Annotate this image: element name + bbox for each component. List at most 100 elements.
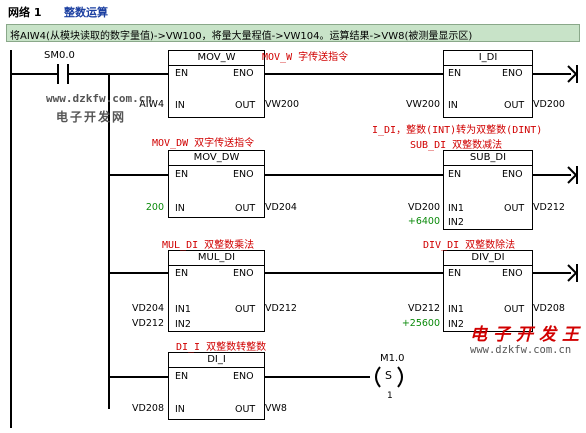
mov-dw-out-param[interactable]: VD204 xyxy=(265,202,297,213)
div-di-annotation: DIV_DI 双整数除法 xyxy=(423,240,516,251)
watermark-url: www.dzkfw.com.cn xyxy=(46,92,152,105)
pin-out: OUT xyxy=(235,304,256,315)
div-di-out-param[interactable]: VD208 xyxy=(533,303,565,314)
rung-arrow-icon xyxy=(567,166,578,184)
div-di-in1-param[interactable]: VD212 xyxy=(408,303,440,314)
block-title: MUL_DI xyxy=(197,252,236,263)
branch-wire xyxy=(108,73,110,409)
set-coil-icon[interactable] xyxy=(368,364,410,390)
pin-eno: ENO xyxy=(233,268,254,279)
rung-arrow-icon xyxy=(567,264,578,282)
rung-wire xyxy=(265,73,443,75)
mul-di-in2-param[interactable]: VD212 xyxy=(132,318,164,329)
block-divider xyxy=(169,165,264,166)
network-comment: 将AIW4(从模块读取的数字量值)->VW100，将量大量程值->VW104。运… xyxy=(10,31,473,42)
di-i-block[interactable]: DI_I EN ENO IN OUT xyxy=(168,352,265,420)
network-comment-bar[interactable] xyxy=(6,24,580,42)
pin-in: IN xyxy=(175,203,185,214)
pin-in2: IN2 xyxy=(175,319,191,330)
rung-arrow-icon xyxy=(567,65,578,83)
pin-in1: IN1 xyxy=(175,304,191,315)
contact-address: SM0.0 xyxy=(44,50,75,61)
pin-en: EN xyxy=(175,68,189,79)
rung-wire xyxy=(265,376,370,378)
block-divider xyxy=(444,265,532,266)
pin-in: IN xyxy=(448,100,458,111)
i-di-in-param[interactable]: VW200 xyxy=(405,99,440,110)
pin-eno: ENO xyxy=(233,68,254,79)
rung-wire xyxy=(12,73,48,75)
pin-in: IN xyxy=(175,100,185,111)
branch-wire xyxy=(108,376,168,378)
i-di-out-param[interactable]: VD200 xyxy=(533,99,565,110)
pin-eno: ENO xyxy=(233,169,254,180)
rung-wire xyxy=(78,73,168,75)
mul-di-annotation: MUL_DI 双整数乘法 xyxy=(162,240,255,251)
block-title: DIV_DI xyxy=(471,252,505,263)
pin-out: OUT xyxy=(504,203,525,214)
mov-dw-block[interactable]: MOV_DW EN ENO IN OUT xyxy=(168,150,265,218)
mov-w-block[interactable]: MOV_W EN ENO IN OUT xyxy=(168,50,265,118)
i-di-annotation: I_DI，整数(INT)转为双整数(DINT) xyxy=(372,125,543,136)
pin-out: OUT xyxy=(235,203,256,214)
pin-en: EN xyxy=(175,169,189,180)
pin-in2: IN2 xyxy=(448,319,464,330)
block-title: DI_I xyxy=(207,354,226,365)
div-di-in2-param[interactable]: +25600 xyxy=(401,318,440,329)
di-i-in-param[interactable]: VD208 xyxy=(132,403,164,414)
branch-wire xyxy=(108,272,168,274)
pin-out: OUT xyxy=(504,100,525,111)
pin-en: EN xyxy=(448,68,462,79)
block-title: MOV_DW xyxy=(193,152,240,163)
rung-wire xyxy=(265,272,443,274)
pin-eno: ENO xyxy=(502,68,523,79)
mul-di-in1-param[interactable]: VD204 xyxy=(132,303,164,314)
sub-di-out-param[interactable]: VD212 xyxy=(533,202,565,213)
pin-en: EN xyxy=(448,169,462,180)
pin-out: OUT xyxy=(235,404,256,415)
block-title: SUB_DI xyxy=(469,152,507,163)
sub-di-in2-param[interactable]: +6400 xyxy=(407,216,440,227)
pin-out: OUT xyxy=(504,304,525,315)
pin-eno: ENO xyxy=(233,371,254,382)
mul-di-out-param[interactable]: VD212 xyxy=(265,303,297,314)
rung-wire xyxy=(533,73,571,75)
pin-in1: IN1 xyxy=(448,203,464,214)
block-title: MOV_W xyxy=(197,52,236,63)
watermark-text: 电子开发网 xyxy=(56,110,127,124)
sub-di-in1-param[interactable]: VD200 xyxy=(408,202,440,213)
block-divider xyxy=(444,165,532,166)
rung-wire xyxy=(265,174,443,176)
mov-dw-in-param[interactable]: 200 xyxy=(145,202,164,213)
watermark-logo: 电子开发王 xyxy=(470,325,585,345)
rung-wire xyxy=(533,272,571,274)
normally-open-contact[interactable] xyxy=(46,62,80,86)
di-i-annotation: DI_I 双整数转整数 xyxy=(176,342,267,353)
i-di-block[interactable]: I_DI EN ENO IN OUT xyxy=(443,50,533,118)
network-title[interactable]: 整数运算 xyxy=(64,6,108,19)
pin-eno: ENO xyxy=(502,169,523,180)
div-di-block[interactable]: DIV_DI EN ENO IN1 OUT IN2 xyxy=(443,250,533,332)
block-divider xyxy=(169,65,264,66)
rung-wire xyxy=(533,174,571,176)
mov-w-in-param[interactable]: AIW4 xyxy=(139,99,164,110)
network-header xyxy=(0,0,586,24)
power-rail xyxy=(10,50,12,428)
block-divider xyxy=(444,65,532,66)
coil-address: M1.0 xyxy=(380,353,405,364)
pin-in: IN xyxy=(175,404,185,415)
mul-di-block[interactable]: MUL_DI EN ENO IN1 OUT IN2 xyxy=(168,250,265,332)
coil-count: 1 xyxy=(387,391,393,401)
network-label: 网络 1 xyxy=(8,6,42,19)
block-divider xyxy=(169,265,264,266)
mov-w-annotation: MOV_W 字传送指令 xyxy=(262,52,349,63)
coil-type: S xyxy=(385,369,392,382)
pin-en: EN xyxy=(175,371,189,382)
pin-en: EN xyxy=(175,268,189,279)
sub-di-block[interactable]: SUB_DI EN ENO IN1 OUT IN2 xyxy=(443,150,533,230)
mov-w-out-param[interactable]: VW200 xyxy=(265,99,300,110)
mov-dw-annotation: MOV_DW 双字传送指令 xyxy=(152,138,255,149)
pin-eno: ENO xyxy=(502,268,523,279)
di-i-out-param[interactable]: VW8 xyxy=(265,403,287,414)
pin-out: OUT xyxy=(235,100,256,111)
